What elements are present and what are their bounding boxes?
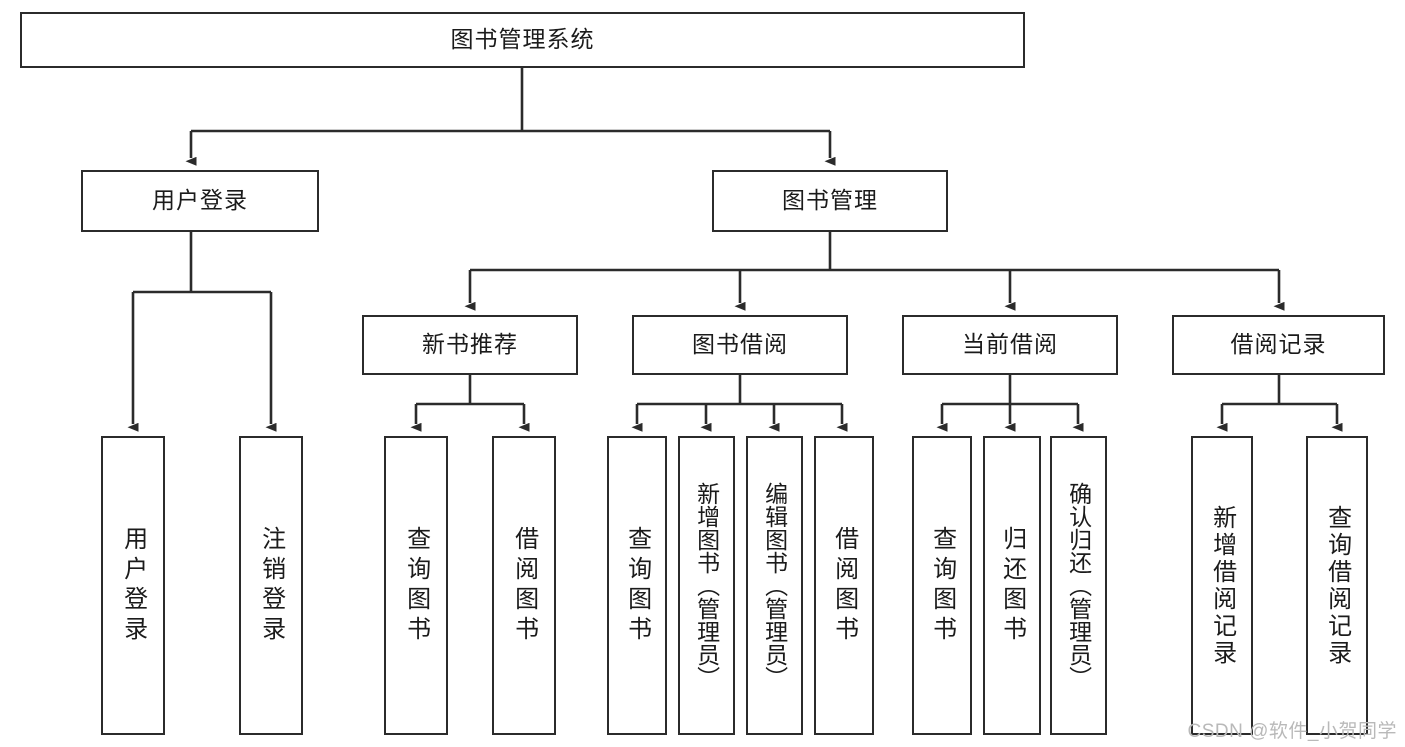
leaf-br-query-record[interactable]: 查询借阅记录 bbox=[1306, 436, 1368, 735]
leaf-nb-borrow-book-label: 借阅图书 bbox=[510, 525, 538, 646]
node-current-borrow[interactable]: 当前借阅 bbox=[902, 315, 1118, 375]
leaf-bb-query-book[interactable]: 查询图书 bbox=[607, 436, 667, 735]
leaf-logout[interactable]: 注销登录 bbox=[239, 436, 303, 735]
leaf-bb-edit-book[interactable]: 编辑图书（管理员） bbox=[746, 436, 803, 735]
leaf-cb-query-book-label: 查询图书 bbox=[928, 525, 956, 646]
leaf-user-login[interactable]: 用户登录 bbox=[101, 436, 165, 735]
leaf-cb-return-book-label: 归还图书 bbox=[998, 525, 1026, 646]
leaf-nb-borrow-book[interactable]: 借阅图书 bbox=[492, 436, 556, 735]
node-borrow-records[interactable]: 借阅记录 bbox=[1172, 315, 1385, 375]
leaf-cb-confirm-return[interactable]: 确认归还（管理员） bbox=[1050, 436, 1107, 735]
leaf-bb-edit-book-label: 编辑图书（管理员） bbox=[761, 482, 788, 689]
leaf-cb-return-book[interactable]: 归还图书 bbox=[983, 436, 1041, 735]
leaf-br-query-record-label: 查询借阅记录 bbox=[1323, 504, 1351, 667]
node-book-borrow[interactable]: 图书借阅 bbox=[632, 315, 848, 375]
node-book-borrow-label: 图书借阅 bbox=[692, 331, 788, 358]
leaf-bb-borrow-book[interactable]: 借阅图书 bbox=[814, 436, 874, 735]
leaf-cb-confirm-return-label: 确认归还（管理员） bbox=[1065, 482, 1092, 689]
leaf-bb-add-book[interactable]: 新增图书（管理员） bbox=[678, 436, 735, 735]
node-book-manage[interactable]: 图书管理 bbox=[712, 170, 948, 232]
node-borrow-records-label: 借阅记录 bbox=[1230, 331, 1327, 358]
node-new-book-recommend-label: 新书推荐 bbox=[422, 331, 518, 358]
leaf-user-login-label: 用户登录 bbox=[119, 525, 147, 646]
node-current-borrow-label: 当前借阅 bbox=[962, 331, 1058, 358]
leaf-nb-query-book[interactable]: 查询图书 bbox=[384, 436, 448, 735]
node-root[interactable]: 图书管理系统 bbox=[20, 12, 1025, 68]
leaf-bb-query-book-label: 查询图书 bbox=[623, 525, 651, 646]
leaf-br-add-record[interactable]: 新增借阅记录 bbox=[1191, 436, 1253, 735]
leaf-logout-label: 注销登录 bbox=[257, 525, 285, 646]
leaf-bb-borrow-book-label: 借阅图书 bbox=[830, 525, 858, 646]
csdn-watermark: CSDN @软件_小贺同学 bbox=[1187, 721, 1397, 742]
leaf-cb-query-book[interactable]: 查询图书 bbox=[912, 436, 972, 735]
node-root-label: 图书管理系统 bbox=[450, 26, 595, 53]
node-user-login-label: 用户登录 bbox=[152, 187, 248, 214]
leaf-nb-query-book-label: 查询图书 bbox=[402, 525, 430, 646]
node-user-login[interactable]: 用户登录 bbox=[81, 170, 319, 232]
leaf-br-add-record-label: 新增借阅记录 bbox=[1208, 504, 1236, 667]
leaf-bb-add-book-label: 新增图书（管理员） bbox=[693, 482, 720, 689]
node-book-manage-label: 图书管理 bbox=[782, 187, 878, 214]
node-new-book-recommend[interactable]: 新书推荐 bbox=[362, 315, 578, 375]
